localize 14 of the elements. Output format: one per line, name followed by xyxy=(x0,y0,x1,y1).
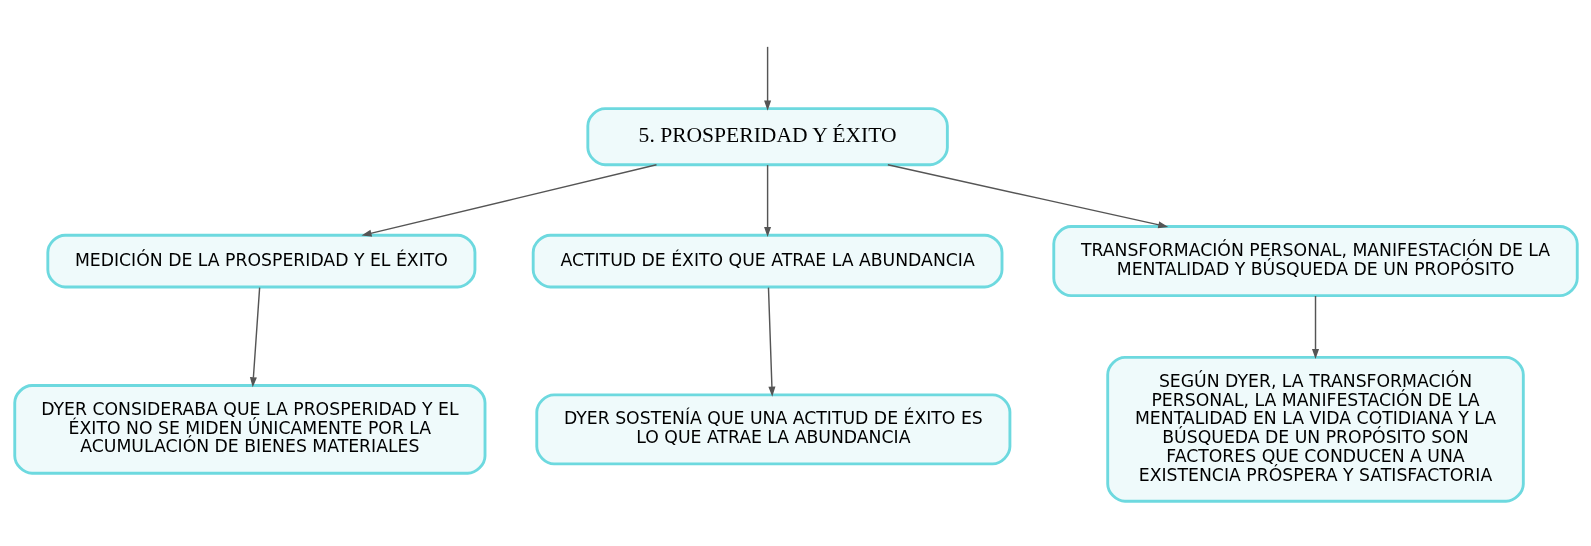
node-box: 5. PROSPERIDAD Y ÉXITO xyxy=(585,106,949,166)
node-box: TRANSFORMACIÓN PERSONAL, MANIFESTACIÓN DE LA MENTALIDAD Y BÚSQUEDA DE UN PROPÓSITO xyxy=(1051,224,1579,297)
node-box: DYER SOSTENÍA QUE UNA ACTITUD DE ÉXITO ES LO QUE ATRAE LA ABUNDANCIA xyxy=(534,392,1011,465)
arrow xyxy=(763,163,771,237)
arrow xyxy=(767,286,775,397)
node-box: MEDICIÓN DE LA PROSPERIDAD Y EL ÉXITO xyxy=(45,233,476,288)
arrow xyxy=(361,163,657,237)
arrow xyxy=(763,45,771,111)
node-box: ACTITUD DE ÉXITO QUE ATRAE LA ABUNDANCIA xyxy=(531,233,1003,288)
node-box: SEGÚN DYER, LA TRANSFORMACIÓN PERSONAL, LA MANIFESTACIÓN DE LA MENTALIDAD EN LA VIDA COTIDIANA Y LA BÚSQUEDA DE UN PROPÓSITO SON FACTORES QUE CONDUCEN A UNA EXISTENCIA PRÓSPERA Y SATISFACTORIA xyxy=(1105,355,1525,503)
arrow xyxy=(249,286,260,387)
arrow xyxy=(886,163,1168,228)
arrow xyxy=(1311,294,1319,359)
node-box: DYER CONSIDERABA QUE LA PROSPERIDAD Y EL ÉXITO NO SE MIDEN ÚNICAMENTE POR LA ACUMULACIÓN DE BIENES MATERIALES xyxy=(12,383,486,475)
